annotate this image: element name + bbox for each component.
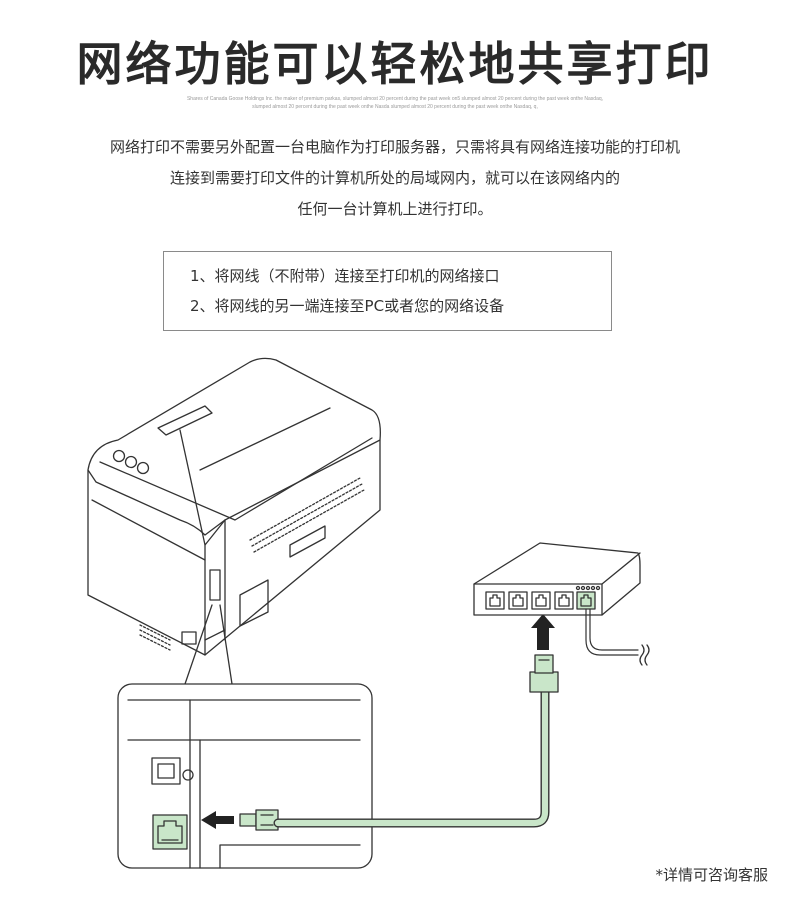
port-detail-callout bbox=[117, 683, 373, 869]
fine-print-line-1: Shares of Canada Goose Holdings Inc. the… bbox=[186, 96, 604, 102]
network-cable bbox=[273, 685, 550, 828]
steps-box: 1、将网线（不附带）连接至打印机的网络接口 2、将网线的另一端连接至PC或者您的… bbox=[163, 251, 612, 331]
intro-line-2: 连接到需要打印文件的计算机所处的局域网内，就可以在该网络内的 bbox=[169, 169, 620, 187]
intro-paragraph: 网络打印不需要另外配置一台电脑作为打印服务器，只需将具有网络连接功能的打印机 连… bbox=[20, 132, 770, 225]
intro-line-1: 网络打印不需要另外配置一台电脑作为打印服务器，只需将具有网络连接功能的打印机 bbox=[109, 138, 680, 156]
ethernet-port bbox=[152, 814, 188, 850]
rj45-plug-top bbox=[529, 654, 559, 693]
step-2: 2、将网线的另一端连接至PC或者您的网络设备 bbox=[190, 297, 505, 315]
page-title: 网络功能可以轻松地共享打印 bbox=[76, 37, 714, 91]
printer-illustration bbox=[87, 357, 381, 656]
footer-note: *详情可咨询客服 bbox=[655, 866, 768, 884]
step-1: 1、将网线（不附带）连接至打印机的网络接口 bbox=[190, 267, 500, 285]
fine-print-line-2: slumped almost 20 percent during the pas… bbox=[252, 104, 538, 110]
network-switch-illustration bbox=[473, 542, 650, 666]
intro-line-3: 任何一台计算机上进行打印。 bbox=[297, 200, 493, 218]
arrow-up-icon bbox=[531, 614, 555, 650]
arrow-left-icon bbox=[201, 811, 234, 829]
